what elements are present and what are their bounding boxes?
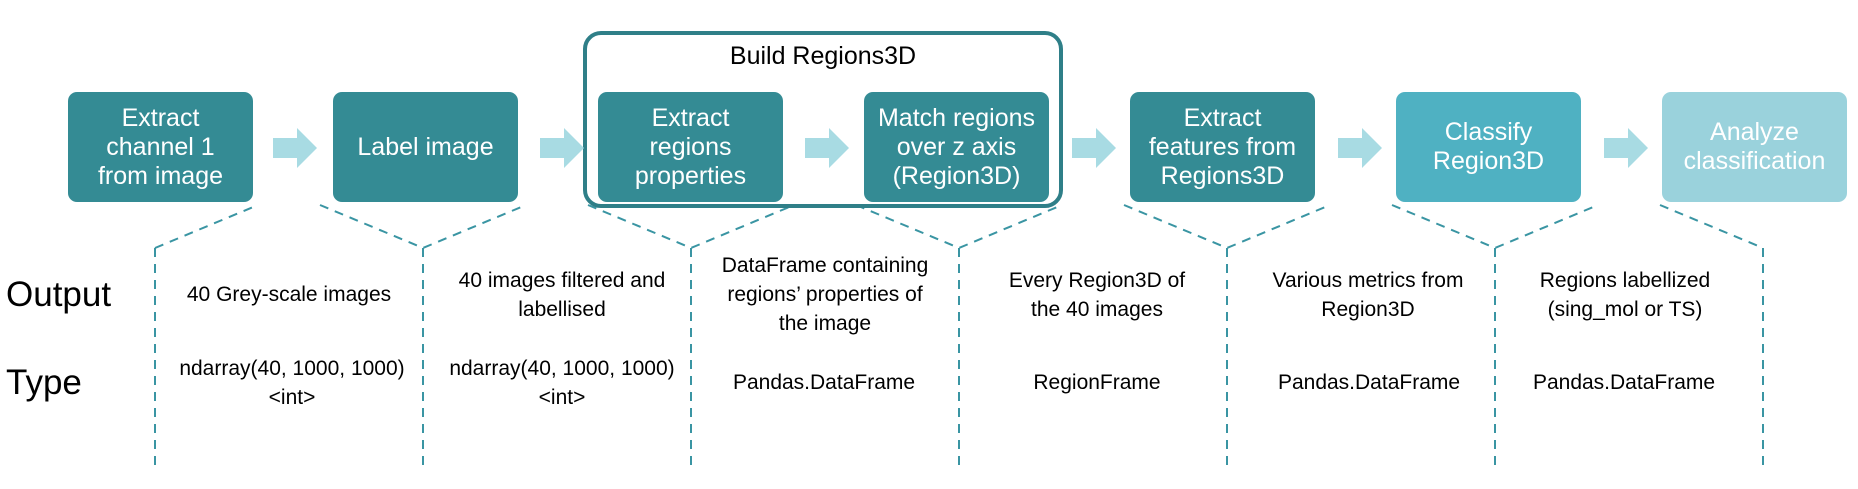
- group-title: Build Regions3D: [729, 42, 917, 70]
- arrow-right-icon: [1338, 128, 1382, 168]
- step-analyze: Analyze classification: [1662, 92, 1847, 202]
- step-extract-features: Extract features from Regions3D: [1130, 92, 1315, 202]
- arrow-right-icon: [1604, 128, 1648, 168]
- arrow-right-icon: [273, 128, 317, 168]
- arrow-right-icon: [805, 128, 849, 168]
- output-cell: Every Region3D of the 40 images: [1008, 269, 1186, 321]
- output-row-label: Output: [6, 275, 112, 314]
- step-extract-channel: Extract channel 1 from image: [68, 92, 253, 202]
- output-cell: 40 images filtered and labellised: [458, 269, 666, 321]
- arrow-right-icon: [1072, 128, 1116, 168]
- type-cell: RegionFrame: [1033, 371, 1161, 394]
- output-cell: 40 Grey-scale images: [186, 283, 392, 306]
- type-cell: Pandas.DataFrame: [732, 371, 916, 394]
- step-classify: Classify Region3D: [1396, 92, 1581, 202]
- type-cell: Pandas.DataFrame: [1532, 371, 1716, 394]
- type-cell: ndarray(40, 1000, 1000) <int>: [179, 357, 405, 409]
- step-extract-regions-properties: Extract regions properties: [598, 92, 783, 202]
- type-cell: Pandas.DataFrame: [1277, 371, 1461, 394]
- output-cell: DataFrame containing regions’ properties…: [721, 254, 929, 335]
- output-cell: Regions labellized (sing_mol or TS): [1539, 269, 1711, 321]
- build-regions3d-group: [583, 31, 1063, 208]
- type-row-label: Type: [6, 363, 82, 402]
- output-cell: Various metrics from Region3D: [1272, 269, 1464, 321]
- step-match-regions: Match regions over z axis (Region3D): [864, 92, 1049, 202]
- arrow-right-icon: [540, 128, 584, 168]
- step-label-image: Label image: [333, 92, 518, 202]
- type-cell: ndarray(40, 1000, 1000) <int>: [449, 357, 675, 409]
